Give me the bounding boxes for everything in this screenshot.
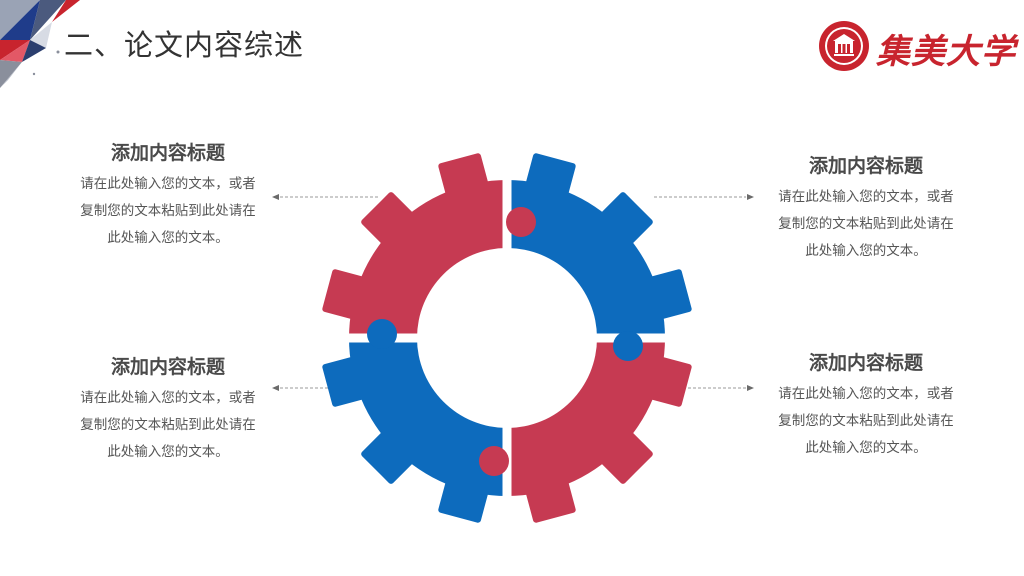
connector-bottom-left xyxy=(272,385,332,391)
content-block-top-left: 添加内容标题 请在此处输入您的文本，或者 复制您的文本粘贴到此处请在 此处输入您… xyxy=(58,138,278,252)
content-block-bottom-left: 添加内容标题 请在此处输入您的文本，或者 复制您的文本粘贴到此处请在 此处输入您… xyxy=(58,352,278,466)
content-block-bottom-right: 添加内容标题 请在此处输入您的文本，或者 复制您的文本粘贴到此处请在 此处输入您… xyxy=(756,348,976,462)
page-title: 二、论文内容综述 xyxy=(64,28,305,62)
block-line: 此处输入您的文本。 xyxy=(107,230,229,246)
corner-decoration xyxy=(0,0,80,88)
block-line: 请在此处输入您的文本，或者 xyxy=(80,176,256,192)
gear-quadrant-bottom-left xyxy=(315,338,507,528)
block-heading: 添加内容标题 xyxy=(110,356,225,378)
block-body: 请在此处输入您的文本，或者 复制您的文本粘贴到此处请在 此处输入您的文本。 xyxy=(756,381,976,462)
block-line: 复制您的文本粘贴到此处请在 xyxy=(80,203,256,219)
block-line: 复制您的文本粘贴到此处请在 xyxy=(80,417,256,433)
university-name: 集美大学 xyxy=(876,32,1016,72)
university-seal-icon xyxy=(819,21,869,71)
university-logo: 集美大学 xyxy=(818,20,1018,72)
block-line: 复制您的文本粘贴到此处请在 xyxy=(778,413,954,429)
gear-quadrant-top-left xyxy=(315,148,507,338)
block-heading: 添加内容标题 xyxy=(808,352,923,374)
block-line: 此处输入您的文本。 xyxy=(805,440,927,456)
puzzle-tab-left xyxy=(367,319,397,349)
block-line: 请在此处输入您的文本，或者 xyxy=(80,390,256,406)
block-body: 请在此处输入您的文本，或者 复制您的文本粘贴到此处请在 此处输入您的文本。 xyxy=(58,171,278,252)
content-block-top-right: 添加内容标题 请在此处输入您的文本，或者 复制您的文本粘贴到此处请在 此处输入您… xyxy=(756,151,976,265)
block-line: 请在此处输入您的文本，或者 xyxy=(778,386,954,402)
block-line: 此处输入您的文本。 xyxy=(805,243,927,259)
block-line: 复制您的文本粘贴到此处请在 xyxy=(778,216,954,232)
gear-puzzle-graphic xyxy=(315,148,705,528)
block-line: 请在此处输入您的文本，或者 xyxy=(778,189,954,205)
block-body: 请在此处输入您的文本，或者 复制您的文本粘贴到此处请在 此处输入您的文本。 xyxy=(756,184,976,265)
gear-quadrant-bottom-right xyxy=(507,338,705,528)
puzzle-tab-right xyxy=(613,331,643,361)
puzzle-tab-bottom xyxy=(479,446,509,476)
block-heading: 添加内容标题 xyxy=(110,142,225,164)
block-body: 请在此处输入您的文本，或者 复制您的文本粘贴到此处请在 此处输入您的文本。 xyxy=(58,385,278,466)
block-heading: 添加内容标题 xyxy=(808,155,923,177)
block-line: 此处输入您的文本。 xyxy=(107,444,229,460)
gear-quadrant-top-right xyxy=(507,148,705,338)
puzzle-tab-top xyxy=(506,207,536,237)
